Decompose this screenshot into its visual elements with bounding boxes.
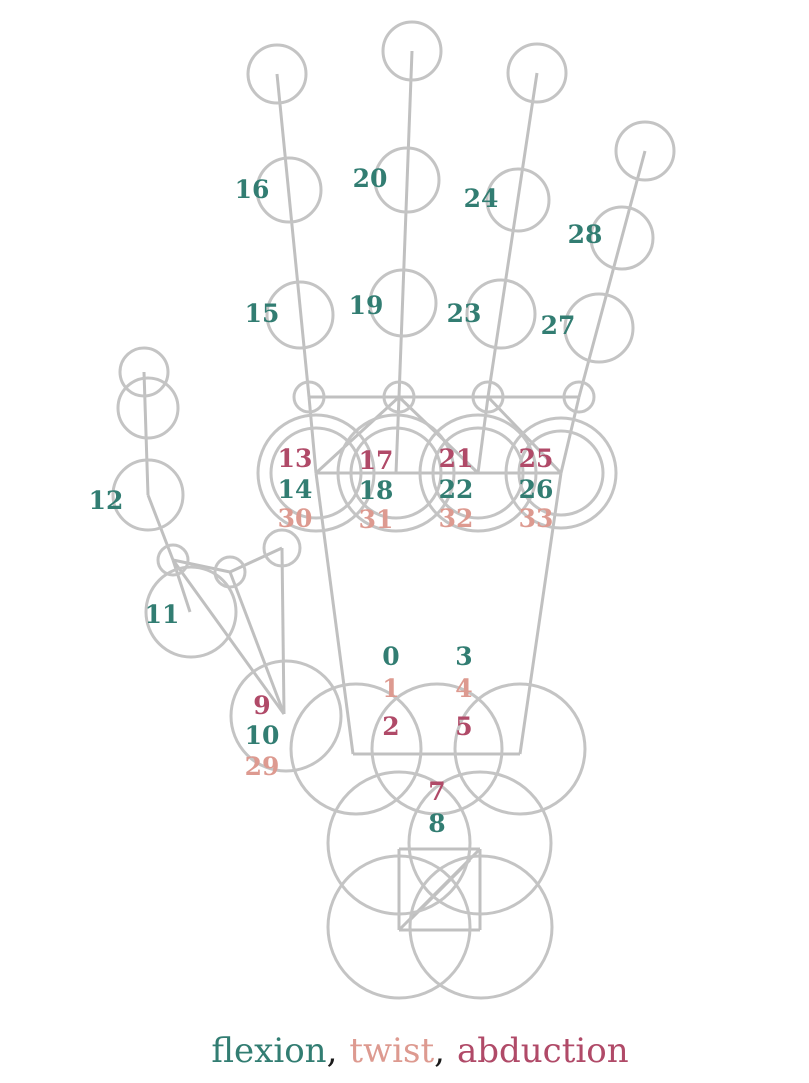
ring-palm-right [453, 682, 587, 816]
ring-ring-23 [465, 278, 537, 350]
bone-thumb-base-c [280, 547, 286, 715]
label-1: 1 [382, 674, 399, 703]
label-17: 17 [359, 446, 394, 475]
label-27: 27 [541, 311, 576, 340]
bone-index-to-bar [307, 396, 318, 474]
ring-knuckle-index [256, 413, 376, 533]
ring-knuckle-middle-inner [349, 426, 443, 520]
ring-pinky-tip [614, 120, 676, 182]
ring-knuckle-index-inner [269, 426, 363, 520]
ring-wrist-br [408, 854, 554, 1000]
label-29: 29 [245, 752, 280, 781]
label-28: 28 [568, 220, 603, 249]
legend-abduction: abduction [457, 1031, 629, 1071]
ring-index-16 [255, 156, 323, 224]
label-14: 14 [278, 475, 313, 504]
dot-thumb-11 [183, 604, 199, 620]
joint-thumb-tip-b [141, 401, 155, 415]
label-25: 25 [519, 444, 554, 473]
ring-thumb-tip-b [116, 376, 180, 440]
ring-knuckle-ring [418, 413, 538, 533]
label-9: 9 [253, 691, 270, 720]
label-12: 12 [89, 486, 124, 515]
label-26: 26 [519, 475, 554, 504]
label-0: 0 [382, 642, 399, 671]
ring-middle-tip [381, 20, 443, 82]
label-5: 5 [455, 712, 472, 741]
bone-metacarpal-pinky [518, 472, 563, 755]
ring-wrist-ml [326, 770, 472, 916]
bone-pinky-finger [577, 150, 647, 398]
label-24: 24 [464, 184, 499, 213]
ring-bar-index [292, 380, 326, 414]
label-32: 32 [439, 504, 474, 533]
bone-middle-to-bar [394, 396, 401, 474]
label-16: 16 [235, 175, 270, 204]
ring-palm-center [370, 682, 504, 816]
legend-flexion: flexion [211, 1031, 326, 1071]
label-7: 7 [428, 777, 445, 806]
label-21: 21 [439, 444, 474, 473]
label-23: 23 [447, 299, 482, 328]
ring-ring-24 [485, 167, 551, 233]
ring-knuckle-pinky-inner [517, 429, 605, 517]
ring-bar-ring [471, 380, 505, 414]
bone-middle-finger [397, 50, 414, 398]
bone-pinky-to-bar [559, 396, 581, 474]
ring-thumb-tip-a [118, 346, 170, 398]
ring-knuckle-ring-inner [431, 426, 525, 520]
ring-ring-tip [506, 42, 568, 104]
ring-pinky-28 [589, 205, 655, 271]
ring-pinky-27 [563, 292, 635, 364]
bone-metacarpal-index [314, 472, 355, 755]
label-18: 18 [359, 476, 394, 505]
dof-labels: 0 1 2 3 4 5 7 8 9 10 29 11 12 13 14 30 1… [89, 164, 603, 838]
ring-wrist-bl [326, 854, 472, 1000]
bone-ring-to-bar [476, 396, 490, 474]
label-13: 13 [278, 444, 313, 473]
ring-palm-left [289, 682, 423, 816]
bone-ring-finger [486, 72, 539, 398]
bone-cross-a [314, 395, 401, 475]
bone-cross-c [486, 395, 563, 475]
legend-separator-1: , [327, 1031, 338, 1071]
legend-separator-2: , [434, 1031, 445, 1071]
bone-thumb-cross-a [172, 558, 231, 574]
bone-thumb-base-b [228, 571, 286, 715]
label-2: 2 [382, 712, 399, 741]
label-3: 3 [455, 642, 472, 671]
label-10: 10 [245, 721, 280, 750]
label-19: 19 [349, 291, 384, 320]
label-11: 11 [145, 600, 180, 629]
ring-index-15 [265, 280, 335, 350]
ring-thumb-small-a [156, 543, 190, 577]
ring-bar-pinky [562, 380, 596, 414]
bone-index-finger [275, 73, 311, 398]
ring-wrist-mr [407, 770, 553, 916]
ring-index-tip [246, 43, 308, 105]
ring-thumb-12 [111, 458, 185, 532]
ring-thumb-11 [144, 565, 238, 659]
label-22: 22 [439, 475, 474, 504]
label-31: 31 [359, 505, 394, 534]
label-33: 33 [519, 504, 554, 533]
bone-thumb-cross-b [229, 546, 283, 574]
label-20: 20 [353, 164, 388, 193]
bone-thumb-distal [142, 371, 150, 496]
ring-thumb-small-c [262, 528, 302, 568]
ring-knuckle-middle [336, 413, 456, 533]
ring-middle-19 [368, 268, 438, 338]
legend-twist: twist [349, 1031, 434, 1071]
label-15: 15 [245, 299, 280, 328]
label-4: 4 [455, 674, 472, 703]
ring-bar-middle [382, 380, 416, 414]
ring-knuckle-pinky [504, 416, 618, 530]
legend: flexion,twist,abduction [211, 1031, 628, 1071]
ring-middle-20 [373, 146, 441, 214]
label-30: 30 [278, 504, 313, 533]
ring-thumb-base [229, 659, 343, 773]
label-8: 8 [428, 809, 445, 838]
joint-rings [111, 20, 676, 1000]
